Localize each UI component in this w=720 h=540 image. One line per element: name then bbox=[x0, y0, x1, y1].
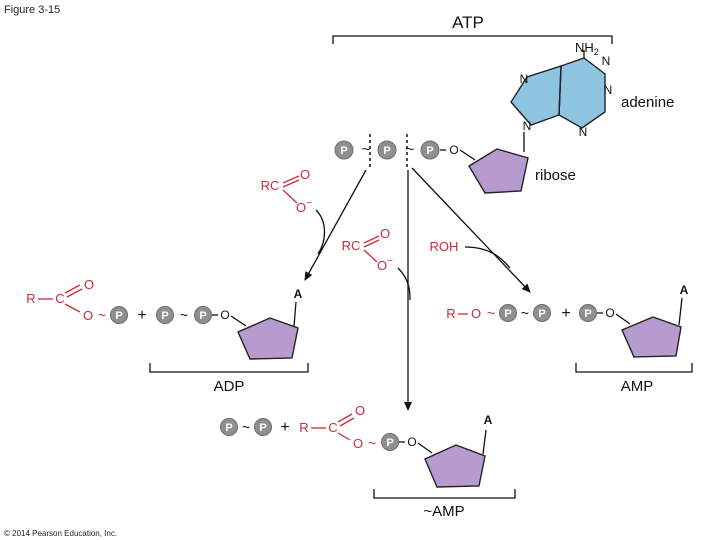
adp-plus: + bbox=[137, 307, 146, 324]
adp-acyl-r: R bbox=[26, 291, 35, 306]
acyl-amp-label: ~AMP bbox=[423, 503, 464, 520]
adp-acyl-c: C bbox=[55, 291, 64, 306]
acyl-amp-r: R bbox=[299, 420, 308, 435]
svg-text:P: P bbox=[259, 422, 266, 434]
adp-label: ADP bbox=[214, 378, 245, 395]
svg-text:P: P bbox=[584, 308, 591, 320]
svg-text:P: P bbox=[225, 422, 232, 434]
amp-adenine-a: A bbox=[680, 283, 689, 297]
adp-acyl-bridge-o: O bbox=[83, 308, 93, 323]
adenine-ring bbox=[510, 50, 606, 129]
amp-label: AMP bbox=[621, 378, 654, 395]
ppi-tilde: ~ bbox=[242, 419, 250, 435]
n-label-9: N bbox=[523, 119, 532, 133]
amp-plus: + bbox=[561, 305, 570, 322]
nh2-label: NH2 bbox=[575, 40, 599, 57]
arrow-to-amp bbox=[411, 167, 531, 293]
adp-p-alpha bbox=[194, 306, 212, 324]
atp-ester-o: O bbox=[449, 143, 458, 157]
carboxylate-1-rc: RC bbox=[261, 178, 280, 193]
svg-text:P: P bbox=[504, 308, 511, 320]
n-label-3: N bbox=[604, 83, 613, 97]
acyl-amp-adenine-a: A bbox=[484, 413, 493, 427]
acyl-amp-ribose bbox=[424, 444, 486, 488]
acyl-amp-bracket bbox=[373, 489, 516, 499]
adp-bracket bbox=[149, 363, 309, 373]
atp-phosphate-chain bbox=[334, 140, 440, 160]
atp-p-alpha: P bbox=[426, 145, 433, 157]
adenine-label: adenine bbox=[621, 94, 674, 111]
adp-p-beta bbox=[156, 306, 174, 324]
amp-ester-r: R bbox=[446, 306, 455, 321]
amp-o: O bbox=[605, 306, 614, 320]
n-label-9b: N bbox=[579, 125, 588, 139]
n-label-1: N bbox=[602, 54, 611, 68]
svg-text:P: P bbox=[538, 308, 545, 320]
carboxylate-1-o: O bbox=[300, 167, 310, 182]
carboxylate-2-o: O bbox=[380, 226, 390, 241]
figure-label: Figure 3-15 bbox=[4, 4, 61, 16]
adp-ester-o: O bbox=[220, 308, 229, 322]
atp-tilde-1: ~ bbox=[362, 141, 371, 158]
amp-ester-p-2 bbox=[533, 304, 551, 322]
svg-text:P: P bbox=[115, 310, 122, 322]
copyright-notice: © 2014 Pearson Education, Inc. bbox=[4, 529, 118, 538]
atp-bracket bbox=[332, 35, 613, 44]
carboxylate-2-rc: RC bbox=[342, 238, 361, 253]
acyl-amp-carbonyl-o: O bbox=[355, 403, 365, 418]
svg-text:P: P bbox=[161, 310, 168, 322]
amp-ester-p-1 bbox=[499, 304, 517, 322]
adp-acyl-phosphate bbox=[110, 306, 128, 324]
arrow-to-adp bbox=[304, 169, 367, 281]
adp-tilde: ~ bbox=[180, 307, 188, 323]
ppi-p-2 bbox=[254, 418, 272, 436]
svg-text:P: P bbox=[386, 437, 393, 449]
n-label-7: N bbox=[520, 72, 529, 86]
atp-title: ATP bbox=[452, 13, 484, 32]
atp-ribose bbox=[468, 148, 529, 194]
adp-adenine-a: A bbox=[294, 287, 303, 301]
atp-p-beta: P bbox=[383, 145, 390, 157]
acyl-amp-c: C bbox=[328, 420, 337, 435]
adp-acyl-tilde: ~ bbox=[98, 307, 106, 323]
roh-attack-arrow bbox=[464, 246, 511, 269]
acyl-amp-ester-o: O bbox=[407, 435, 416, 449]
atp-p-gamma: P bbox=[340, 145, 347, 157]
acyl-amp-p bbox=[381, 433, 399, 451]
amp-ester-o: O bbox=[471, 306, 481, 321]
atp-tilde-2: ~ bbox=[406, 141, 415, 158]
carboxylate-1-attack-arrow bbox=[315, 209, 326, 255]
adp-ribose bbox=[237, 317, 299, 360]
roh-label: ROH bbox=[430, 239, 459, 254]
amp-p-alpha bbox=[579, 304, 597, 322]
svg-text:P: P bbox=[199, 310, 206, 322]
carboxylate-2-o-minus: O− bbox=[377, 256, 393, 273]
atp-o-ribose-bond bbox=[459, 149, 476, 161]
acyl-amp-tilde: ~ bbox=[368, 435, 376, 451]
acyl-amp-plus: + bbox=[280, 419, 289, 436]
acyl-amp-bridge-o: O bbox=[353, 436, 363, 451]
amp-ester-tilde: ~ bbox=[487, 305, 495, 321]
ribose-label: ribose bbox=[535, 167, 576, 184]
amp-ribose bbox=[621, 316, 682, 358]
amp-ester-tilde-2: ~ bbox=[521, 305, 529, 321]
carboxylate-1-o-minus: O− bbox=[296, 198, 312, 215]
adp-acyl-carbonyl-o: O bbox=[84, 277, 94, 292]
amp-bracket bbox=[575, 363, 693, 373]
ppi-p-1 bbox=[220, 418, 238, 436]
